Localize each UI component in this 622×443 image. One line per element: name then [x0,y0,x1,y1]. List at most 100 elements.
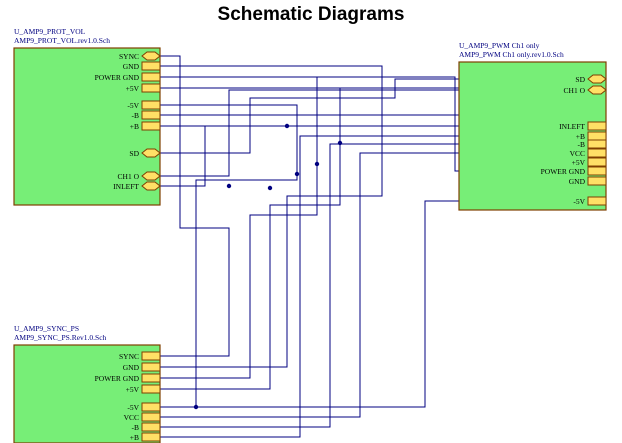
pin-shape[interactable] [587,121,607,131]
sheet-entry--5v[interactable]: +5V [572,157,607,167]
pin-shape[interactable] [141,148,161,158]
sheet-entry--b[interactable]: +B [130,121,161,131]
junction-dot [193,404,199,410]
pin-shape[interactable] [141,412,161,422]
pin-shape[interactable] [141,83,161,93]
pin-label: -B [132,423,140,432]
pin-label: VCC [124,413,139,422]
sheet-entry--b[interactable]: +B [130,432,161,442]
pin-label: +B [130,122,139,131]
sheet-designator: U_AMP9_PWM Ch1 only [459,41,540,50]
pin-shape[interactable] [587,139,607,149]
sheet-entry--b[interactable]: -B [132,110,161,120]
sheet-filename: AMP9_PWM Ch1 only.rev1.0.Sch [459,50,564,59]
sheet-entry-sd[interactable]: SD [129,148,161,158]
sheet-entry--5v[interactable]: -5V [127,100,161,110]
sheet-entry-power-gnd[interactable]: POWER GND [95,373,161,383]
wire-vcc-net[interactable] [160,152,459,418]
junction-dot-layer [193,123,343,410]
pin-label: GND [123,62,140,71]
sheet-body[interactable] [13,344,161,443]
junction-dot [314,161,320,167]
pin-label: GND [569,177,586,186]
pin-shape[interactable] [587,196,607,206]
pin-shape[interactable] [141,351,161,361]
sheet-entry-gnd[interactable]: GND [123,61,161,71]
sheet-entry-sync[interactable]: SYNC [119,51,161,61]
sheet-body[interactable] [458,61,607,211]
pin-label: POWER GND [95,374,140,383]
sheet-entry-sd[interactable]: SD [575,74,607,84]
pin-label: +5V [572,158,586,167]
pin-label: SD [575,75,585,84]
pin-shape[interactable] [141,362,161,372]
wire-nb-net[interactable] [160,143,459,428]
sheet-entry-sync[interactable]: SYNC [119,351,161,361]
sheet-entry--5v[interactable]: -5V [573,196,607,206]
sheet-entry--b[interactable]: -B [132,422,161,432]
pin-shape[interactable] [141,72,161,82]
pin-shape[interactable] [141,373,161,383]
pin-label: SYNC [119,352,139,361]
wire-n5v-right[interactable] [160,200,459,408]
wire-prot-powergnd-b[interactable] [160,77,318,379]
sheet-entry-inleft[interactable]: INLEFT [559,121,607,131]
pin-shape[interactable] [587,85,607,95]
pin-shape[interactable] [587,176,607,186]
wire-prot-ch1[interactable] [160,89,459,177]
sheet-entry-vcc[interactable]: VCC [570,148,607,158]
sheet-entry-ch1-o[interactable]: CH1 O [118,171,161,181]
junction-dot [284,123,290,129]
pin-shape[interactable] [141,171,161,181]
pin-shape[interactable] [141,121,161,131]
pin-shape[interactable] [141,51,161,61]
pin-shape[interactable] [141,422,161,432]
pin-shape[interactable] [587,131,607,141]
sheet-entry-vcc[interactable]: VCC [124,412,161,422]
pin-shape[interactable] [141,402,161,412]
pin-label: +5V [126,385,140,394]
pin-label: -B [132,111,140,120]
wire-prot-powergnd[interactable] [160,76,459,172]
sheet-entry--5v[interactable]: +5V [126,384,161,394]
pin-shape[interactable] [141,181,161,191]
pin-shape[interactable] [587,74,607,84]
sheet-entry-gnd[interactable]: GND [569,176,607,186]
pin-label: POWER GND [541,167,586,176]
junction-dot [294,171,300,177]
pin-shape[interactable] [141,432,161,442]
pin-shape[interactable] [587,148,607,158]
sheet-body[interactable] [13,47,161,206]
sheet-entry-power-gnd[interactable]: POWER GND [95,72,161,82]
sheet-entry--5v[interactable]: -5V [127,402,161,412]
wire-pb-net[interactable] [160,135,459,438]
pin-label: VCC [570,149,585,158]
sheet-entry--5v[interactable]: +5V [126,83,161,93]
junction-dot [226,183,232,189]
pin-shape[interactable] [141,100,161,110]
wire-prot-gnd[interactable] [160,65,383,368]
sheet-entry--b[interactable]: -B [578,139,607,149]
pin-label: -5V [127,403,139,412]
sheet-entry-power-gnd[interactable]: POWER GND [541,166,607,176]
pin-shape[interactable] [587,166,607,176]
pin-shape[interactable] [141,384,161,394]
wire-prot-sync[interactable] [160,55,230,357]
wire-prot-sd[interactable] [160,78,459,154]
pin-shape[interactable] [141,110,161,120]
pin-label: +B [576,132,585,141]
wire-layer [160,55,460,438]
sheet-entry-inleft[interactable]: INLEFT [113,181,161,191]
sheet-entry-gnd[interactable]: GND [123,362,161,372]
wire-prot-inleft[interactable] [160,125,459,187]
wire-prot-5v-b[interactable] [160,88,341,390]
sheet-entry-ch1-o[interactable]: CH1 O [564,85,607,95]
pin-shape[interactable] [141,61,161,71]
pin-label: CH1 O [564,86,586,95]
pin-shape[interactable] [587,157,607,167]
